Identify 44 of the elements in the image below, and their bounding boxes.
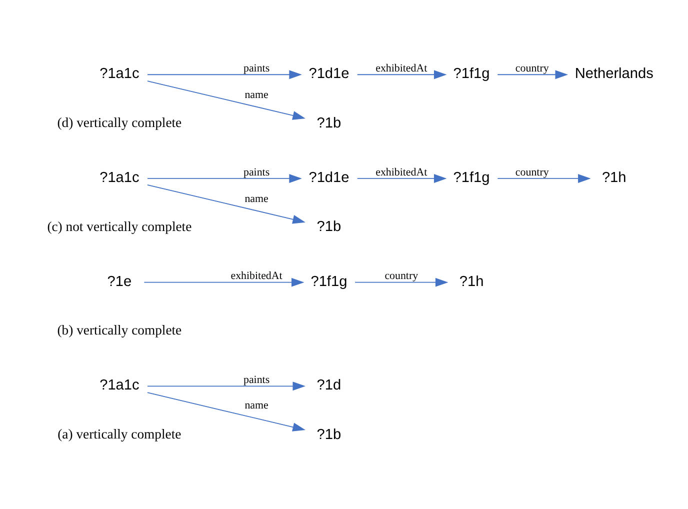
label: (d) vertically complete [57,114,182,130]
edge-label: country [515,166,549,178]
node-text: ?1a1c [100,169,140,186]
label: (c) not vertically complete [47,218,192,234]
edge-label: paints [243,166,270,178]
arrow [356,174,447,182]
arrow [497,174,591,182]
node-text: ?1a1c [100,377,140,394]
node-text: ?1b [316,426,342,442]
node-text: ?1f1g [310,273,348,290]
arrow [497,70,568,79]
edge-label: name [244,88,268,100]
edge-label: country [515,62,549,74]
node-text: ?1b [316,218,342,235]
label: (a) vertically complete [58,426,182,442]
edge-label: paints [243,62,270,74]
label: (b) vertically complete [57,322,182,338]
node-text: ?1h [459,273,484,290]
edge-label: exhibitedAt [376,166,428,178]
node-text: ?1f1g [453,66,490,82]
node-text: ?1b [316,114,342,131]
node-text: ?1f1g [453,169,490,186]
edge-label: name [244,399,268,412]
arrow [147,184,306,224]
arrow [147,70,302,79]
arrow [356,70,447,79]
node-text: ?1d1e [308,66,350,82]
arrow [144,277,304,286]
node-text: ?1e [107,273,132,290]
node-text: ?1h [602,169,626,186]
arrow [147,392,306,431]
node-text: ?1d [316,377,342,394]
edge-label: name [244,192,268,204]
node-text: Netherlands [574,66,654,82]
arrow [147,80,306,120]
edge-label: exhibitedAt [376,62,428,74]
edge-label: exhibitedAt [230,270,282,282]
node-text: ?1d1e [308,169,350,186]
arrow [147,381,306,390]
node-text: ?1a1c [100,66,140,82]
edge-label: paints [243,374,270,386]
arrow [354,277,448,286]
arrow [147,174,302,182]
edge-label: country [384,270,418,282]
